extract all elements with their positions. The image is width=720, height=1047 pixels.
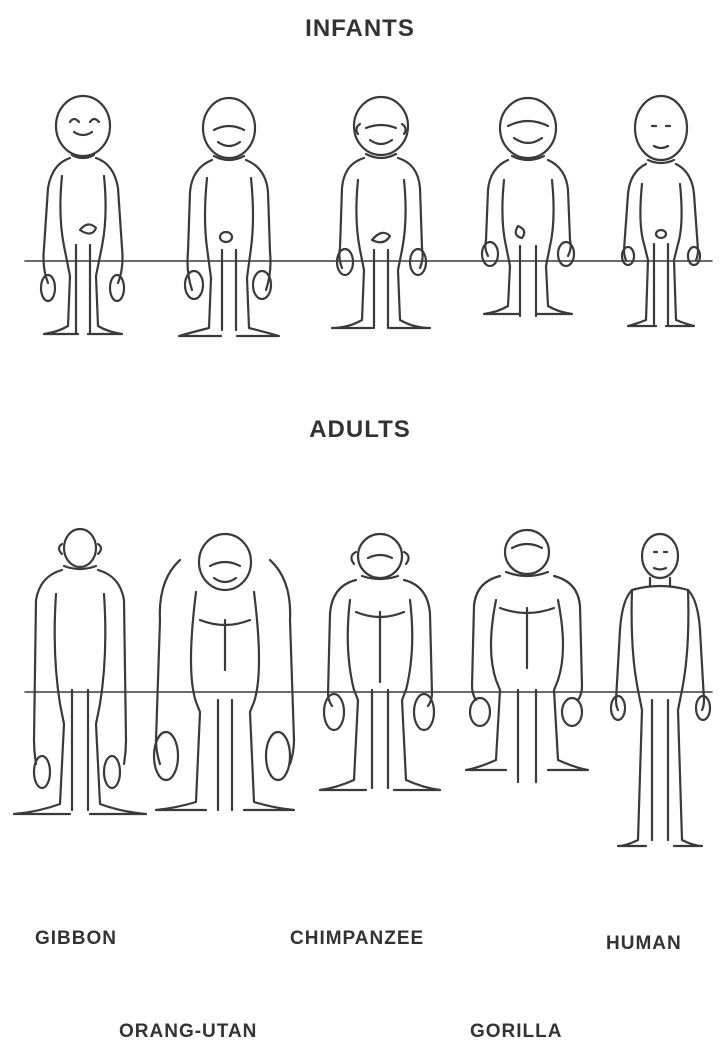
adult-gorilla-figure — [466, 530, 588, 782]
human-label: HUMAN — [606, 933, 682, 955]
infant-orang-utan-figure — [179, 98, 279, 336]
adult-human-figure — [611, 534, 710, 846]
infant-gorilla-figure — [482, 98, 574, 316]
infants-heading: INFANTS — [0, 15, 720, 43]
infant-chimpanzee-figure — [332, 97, 430, 328]
adults-heading: ADULTS — [0, 416, 720, 444]
chimpanzee-label: CHIMPANZEE — [290, 928, 424, 950]
infant-gibbon-figure — [41, 96, 124, 334]
gibbon-label: GIBBON — [35, 928, 117, 950]
orang-utan-label: ORANG-UTAN — [119, 1021, 257, 1043]
gorilla-label: GORILLA — [470, 1021, 563, 1043]
adult-chimpanzee-figure — [320, 534, 440, 790]
adult-orang-utan-figure — [154, 534, 294, 810]
infant-human-figure — [622, 96, 700, 326]
adult-gibbon-figure — [14, 529, 146, 814]
